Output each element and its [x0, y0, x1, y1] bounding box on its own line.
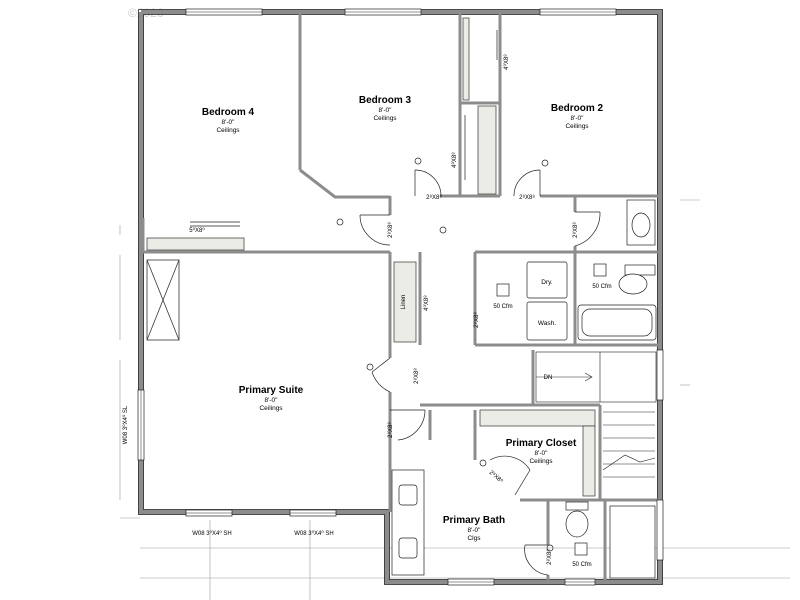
hall-bath-door-size: 2⁸X8⁸ [572, 222, 579, 238]
exhaust-fan-icon [496, 263, 607, 556]
bedroom-4-ceiling: Ceilings [216, 127, 240, 134]
closet-shelves [146, 17, 596, 497]
interior-walls [141, 14, 658, 580]
linen-door-size: 4⁰X8⁸ [423, 295, 430, 311]
bedroom-2-ceiling: Ceilings [565, 123, 589, 130]
primary-closet-title: Primary Closet [506, 438, 577, 449]
primary-closet-height: 8'-0" [535, 450, 549, 457]
primary-bath-ceiling: Clgs [467, 535, 481, 542]
bedroom-4-door-size: 2⁸X8⁸ [387, 222, 394, 238]
bedroom-3-closet-door-size: 4⁰X8⁸ [451, 152, 458, 168]
door-swings [190, 30, 601, 576]
bedroom-3-title: Bedroom 3 [359, 95, 412, 106]
washer-label: Wash. [538, 320, 556, 327]
primary-suite-height: 8'-0" [265, 397, 279, 404]
primary-bath-title: Primary Bath [443, 515, 505, 526]
fan-laundry-label: 50 Cfm [493, 304, 512, 310]
light-fixture-icon [336, 157, 554, 552]
wc-door-size: 2⁸X8⁸ [546, 549, 553, 565]
bedroom-4-title: Bedroom 4 [202, 107, 255, 118]
dryer-label: Dry. [541, 279, 553, 286]
stairs-down-label: DN [544, 375, 553, 381]
fan-primary-bath-label: 50 Cfm [572, 562, 591, 568]
primary-suite-title: Primary Suite [239, 385, 304, 396]
bedroom-4-closet-door-size: 5⁰X8⁰ [189, 227, 205, 234]
window-callout-primary-2: W08 3⁰X4⁰ SH [294, 530, 334, 537]
window-seat-pattern [146, 259, 180, 341]
bedroom-3-door-size: 2⁸X8⁸ [426, 194, 442, 201]
window-callout-side: W08 3⁰X4⁰ SL [122, 405, 129, 444]
window-callout-primary-1: W08 3⁰X4⁰ SH [192, 530, 232, 537]
primary-bath-fixtures [391, 469, 656, 579]
primary-suite-door-size: 2⁸X8⁸ [413, 368, 420, 384]
dimension-lines [119, 199, 790, 600]
staircase [535, 351, 657, 478]
bedroom-4-height: 8'-0" [222, 119, 236, 126]
primary-closet-door-size: 2⁸X8⁸ [488, 469, 505, 485]
bedroom-3-ceiling: Ceilings [373, 115, 397, 122]
primary-suite-ceiling: Ceilings [259, 405, 283, 412]
bedroom-3-height: 8'-0" [379, 107, 393, 114]
exterior-walls [138, 9, 663, 585]
bedroom-2-closet-door-size: 4⁰X8⁸ [503, 54, 510, 70]
primary-bath-door-size: 2⁸X8⁸ [387, 422, 394, 438]
laundry-appliances [526, 261, 568, 341]
hall-bath-fixtures [577, 199, 657, 341]
bedroom-2-door-size: 2⁸X8⁸ [519, 194, 535, 201]
linen-label: Linen [401, 295, 407, 310]
primary-closet-ceiling: Ceilings [529, 458, 553, 465]
primary-bath-height: 8'-0" [468, 527, 482, 534]
laundry-door-size: 2⁸X8⁸ [473, 312, 480, 328]
bedroom-2-title: Bedroom 2 [551, 103, 604, 114]
fan-hall-bath-label: 50 Cfm [592, 284, 611, 290]
bedroom-2-height: 8'-0" [571, 115, 585, 122]
